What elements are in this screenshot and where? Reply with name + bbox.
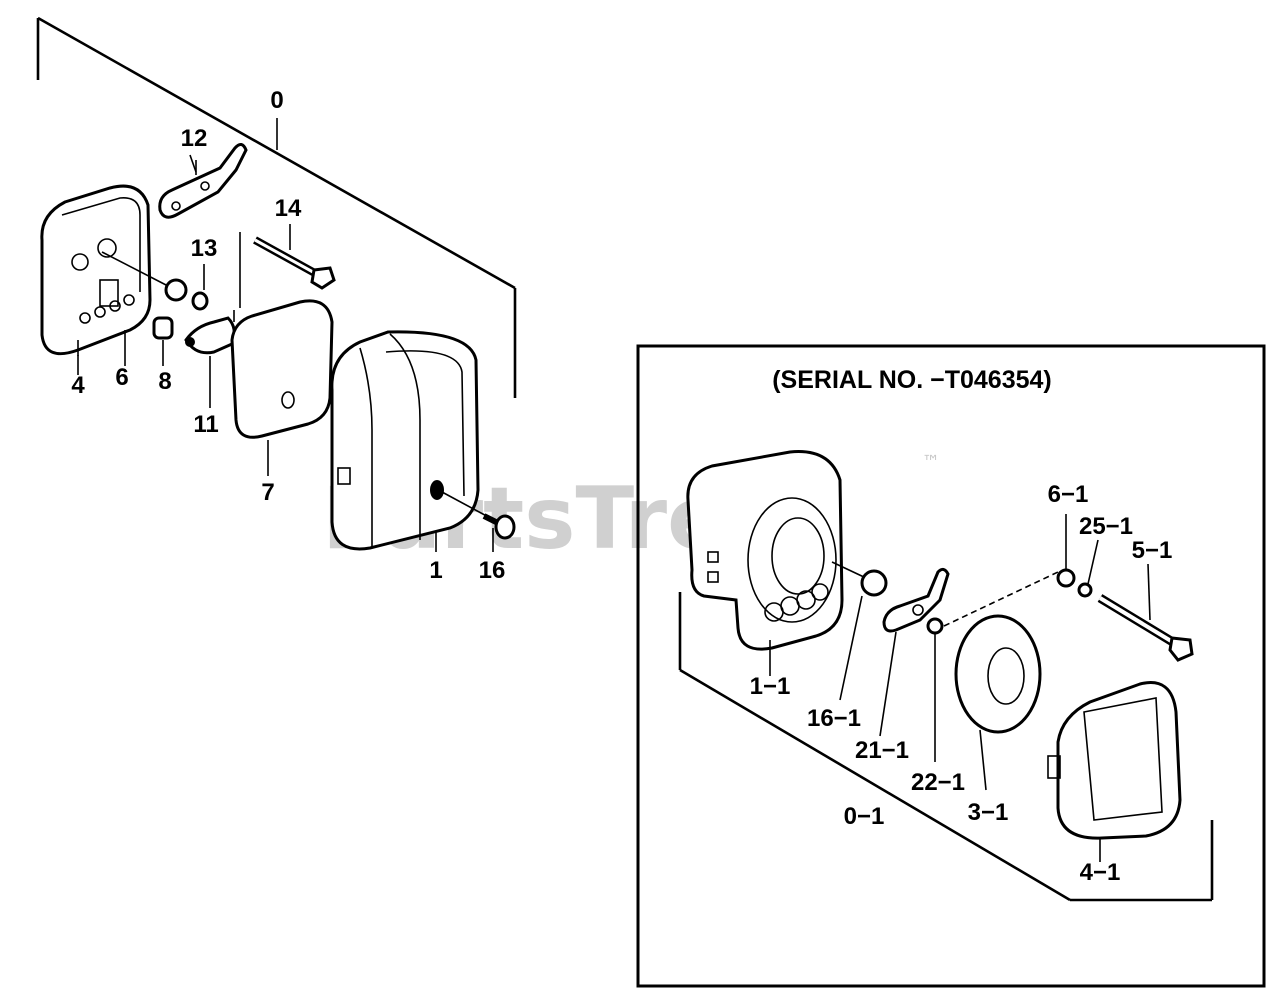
inset-frame	[636, 344, 1266, 988]
inset-collar-part	[1056, 568, 1076, 588]
inset-assembly-bracket	[678, 592, 1214, 902]
bolt-part	[239, 232, 336, 308]
inset-bolt-part	[1097, 594, 1194, 662]
inset-washer-part	[926, 571, 1059, 635]
label-6: 6	[115, 364, 128, 391]
cap-part	[184, 310, 236, 355]
label-1-1: 1−1	[750, 673, 791, 700]
inset-lever-part	[882, 567, 950, 633]
inset-foam-element-part	[954, 614, 1042, 791]
label-4: 4	[71, 372, 85, 399]
air-cleaner-cover-part	[330, 330, 480, 551]
label-16: 16	[479, 557, 506, 584]
inset-cover-part	[1047, 681, 1182, 862]
trademark-symbol: ™	[922, 452, 940, 473]
label-7: 7	[261, 479, 274, 506]
inset-base-part	[686, 450, 844, 651]
label-0-1: 0−1	[844, 803, 885, 830]
label-5-1: 5−1	[1132, 537, 1173, 564]
label-13: 13	[191, 235, 218, 262]
label-12: 12	[181, 125, 208, 152]
label-21-1: 21−1	[855, 737, 909, 764]
leader-lines-inset	[769, 514, 1151, 762]
label-16-1: 16−1	[807, 705, 861, 732]
leader-lines-main	[77, 160, 494, 552]
inset-serial-title: (SERIAL NO. −T046354)	[772, 366, 1052, 394]
label-1: 1	[429, 557, 442, 584]
label-14: 14	[275, 195, 302, 222]
bushing-part	[152, 316, 174, 340]
label-0: 0	[270, 87, 283, 114]
screw-part	[441, 491, 516, 540]
label-6-1: 6−1	[1048, 481, 1089, 508]
label-25-1: 25−1	[1079, 513, 1133, 540]
label-11: 11	[193, 411, 218, 438]
label-22-1: 22−1	[911, 769, 965, 796]
filter-element-part	[230, 299, 334, 439]
choke-lever-part	[158, 143, 248, 219]
label-3-1: 3−1	[968, 799, 1009, 826]
label-8: 8	[158, 368, 171, 395]
collar-part	[101, 251, 188, 302]
air-cleaner-base-part	[40, 184, 152, 356]
inset-bushing-part	[831, 561, 888, 597]
inset-spring-washer-part	[1077, 582, 1093, 598]
label-4-1: 4−1	[1080, 859, 1121, 886]
washer-part	[191, 291, 209, 311]
main-assembly-bracket	[36, 16, 517, 398]
